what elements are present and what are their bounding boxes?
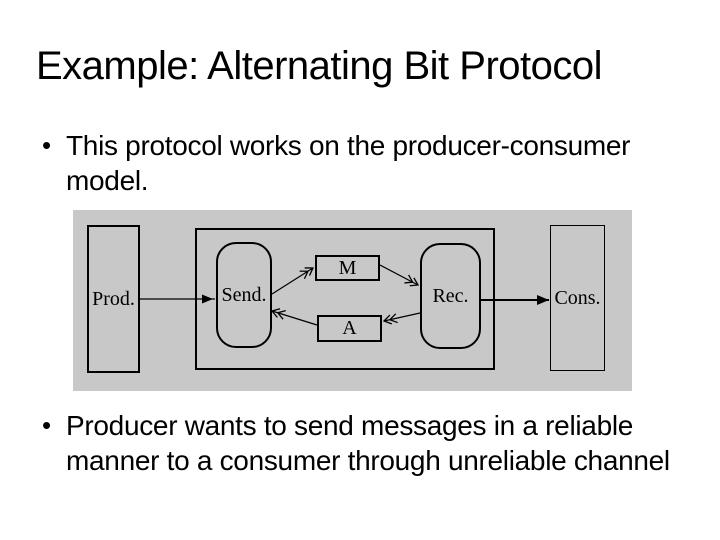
consumer-label: Cons.: [554, 286, 601, 309]
bullet-item: • Producer wants to send messages in a r…: [42, 408, 670, 478]
bullet-item: • This protocol works on the producer-co…: [42, 128, 630, 198]
bullet-text-line: manner to a consumer through unreliable …: [66, 445, 670, 476]
protocol-diagram: Prod. Send. M A Rec. Cons.: [73, 210, 632, 391]
sender-node: Send.: [216, 242, 272, 348]
ack-channel-node: A: [317, 315, 382, 342]
bullet-text: This protocol works on the producer-cons…: [66, 128, 630, 198]
message-channel-node: M: [315, 255, 380, 281]
bullet-text-line: model.: [66, 165, 149, 196]
receiver-node: Rec.: [420, 243, 481, 349]
bullet-text-line: This protocol works on the producer-cons…: [66, 130, 631, 161]
producer-node: Prod.: [87, 225, 140, 373]
message-channel-label: M: [338, 256, 357, 279]
slide-title: Example: Alternating Bit Protocol: [36, 44, 603, 88]
bullet-text: Producer wants to send messages in a rel…: [66, 408, 670, 478]
ack-channel-label: A: [342, 317, 357, 339]
sender-label: Send.: [221, 283, 267, 306]
producer-label: Prod.: [92, 287, 135, 310]
bullet-marker: •: [42, 130, 52, 160]
consumer-node: Cons.: [550, 225, 605, 371]
receiver-label: Rec.: [432, 284, 469, 307]
bullet-text-line: Producer wants to send messages in a rel…: [66, 410, 634, 441]
bullet-marker: •: [42, 410, 52, 440]
